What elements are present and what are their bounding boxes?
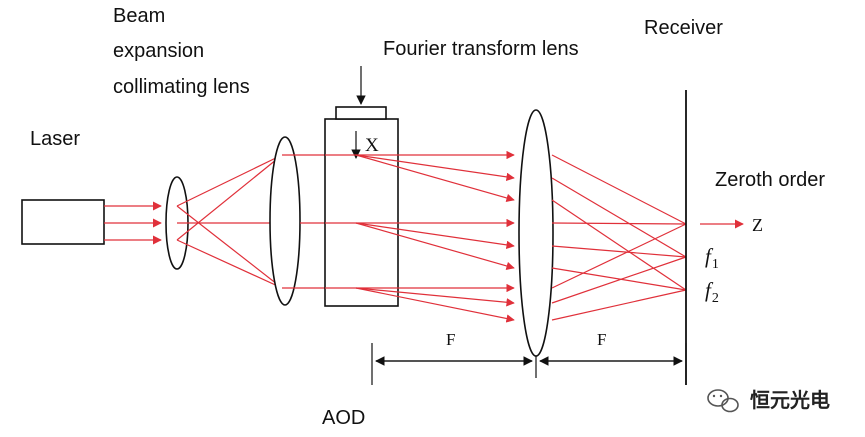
focal-length-left: F [446, 330, 455, 349]
f1-label: f1 [705, 244, 719, 272]
zeroth-order-label: Zeroth order [715, 169, 825, 191]
receiver-label: Receiver [644, 17, 723, 39]
watermark-text: 恒元光电 [750, 388, 830, 412]
f2-label: f2 [705, 278, 719, 306]
expansion-rays [176, 154, 283, 289]
aod-internal-rays [325, 154, 356, 289]
aod-block [324, 118, 399, 307]
fourier-lens [518, 109, 554, 357]
fourier-lens-label: Fourier transform lens [383, 38, 579, 60]
collimating-lens [269, 136, 301, 306]
focal-dimensions [371, 343, 687, 385]
beam-expansion-label-2: expansion [113, 40, 204, 62]
beam-expansion-label-3: collimating lens [113, 76, 250, 98]
x-axis-label: X [365, 135, 379, 156]
aod-transducer [335, 106, 387, 120]
laser-beams [104, 201, 162, 245]
aod-label: AOD [322, 407, 365, 429]
wechat-icon [707, 389, 739, 413]
laser-label: Laser [30, 128, 80, 150]
beam-expansion-label-1: Beam [113, 5, 165, 27]
diffracted-rays [355, 150, 515, 323]
focal-length-right: F [597, 330, 606, 349]
laser-box [21, 199, 105, 245]
z-axis-label: Z [752, 215, 763, 235]
focused-rays [551, 154, 687, 321]
collimated-beams [282, 154, 325, 289]
